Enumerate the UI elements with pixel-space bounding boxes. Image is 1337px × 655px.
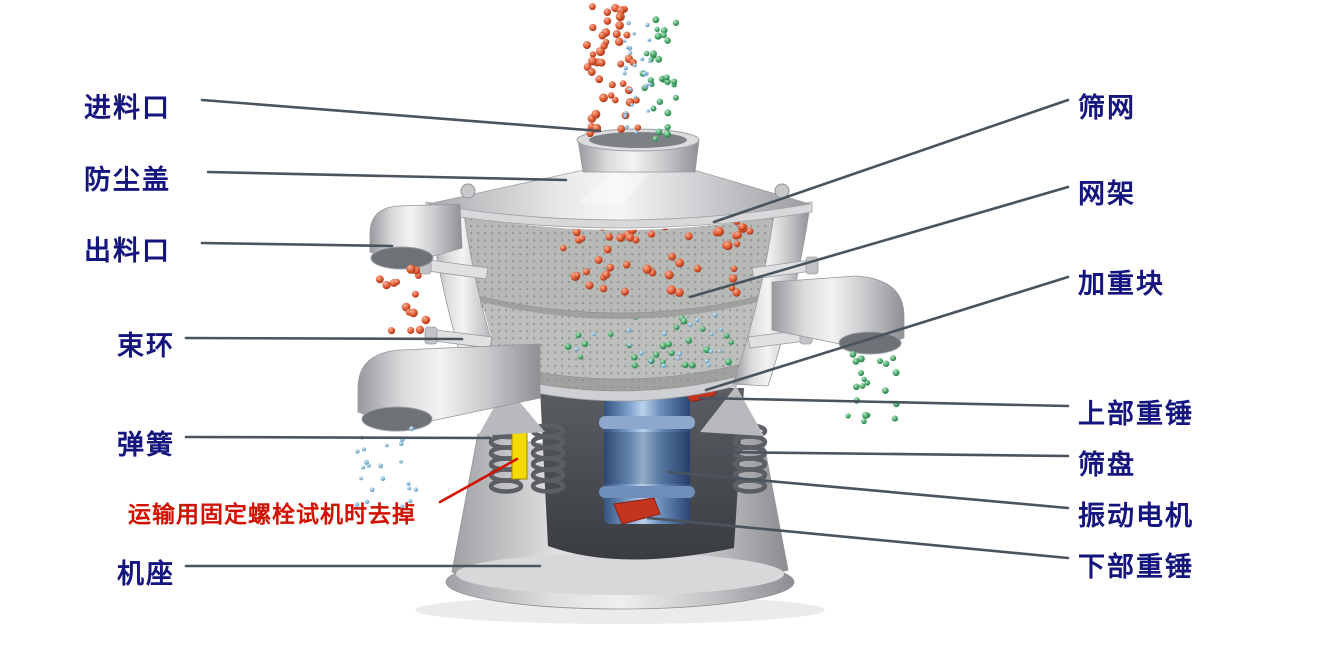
lower-hammer-part	[613, 497, 661, 525]
particles-fall-red-left	[375, 264, 431, 335]
leader-spring	[184, 435, 492, 440]
transport-bolt-part	[511, 426, 528, 480]
label-clamp-ring: 束环	[117, 331, 175, 361]
label-mesh-frame: 网架	[1078, 179, 1136, 209]
leader-mesh-frame	[688, 185, 1070, 299]
leader-dust-cover	[206, 170, 568, 182]
leader-weight-block	[704, 275, 1070, 392]
label-discharge-outlet: 出料口	[84, 236, 171, 266]
label-upper-hammer: 上部重锤	[1078, 399, 1194, 429]
label-base: 机座	[117, 559, 175, 589]
feed-inlet-part	[576, 128, 700, 173]
leader-upper-hammer	[698, 396, 1070, 408]
label-sieve-tray: 筛盘	[1078, 450, 1136, 480]
particles-stream-red	[582, 3, 642, 138]
dust-cover-part	[427, 169, 811, 221]
leader-feed-inlet	[200, 98, 602, 133]
particles-layer	[354, 3, 900, 509]
label-vibration-motor: 振动电机	[1078, 501, 1194, 531]
discharge-outlet-right	[771, 275, 905, 355]
label-spring: 弹簧	[117, 430, 175, 460]
spring-part-left-2	[533, 426, 563, 492]
discharge-outlet-lower-left	[357, 343, 541, 432]
label-feed-inlet: 进料口	[84, 93, 171, 123]
interior-cutaway	[462, 216, 778, 392]
leader-discharge-outlet	[200, 241, 394, 248]
leader-vibration-motor	[666, 470, 1070, 510]
label-dust-cover: 防尘盖	[84, 165, 171, 195]
label-screen-mesh: 筛网	[1078, 93, 1136, 123]
machine-illustration	[354, 3, 905, 624]
leader-lines	[184, 98, 1070, 568]
label-weight-block: 加重块	[1078, 269, 1165, 299]
particles-stream-blue	[622, 20, 652, 135]
leader-sieve-tray	[712, 450, 1070, 458]
discharge-outlet-upper-left	[369, 203, 463, 270]
leader-screen-mesh	[712, 98, 1070, 224]
leader-lower-hammer	[646, 516, 1070, 560]
particles-fall-green-right	[845, 350, 900, 425]
leader-transport-bolt	[438, 457, 519, 504]
label-transport-bolt-note: 运输用固定螺栓试机时去掉	[128, 502, 416, 527]
label-lower-hammer: 下部重锤	[1078, 552, 1194, 582]
leader-clamp-ring	[184, 336, 464, 341]
particles-stream-green	[639, 16, 680, 142]
